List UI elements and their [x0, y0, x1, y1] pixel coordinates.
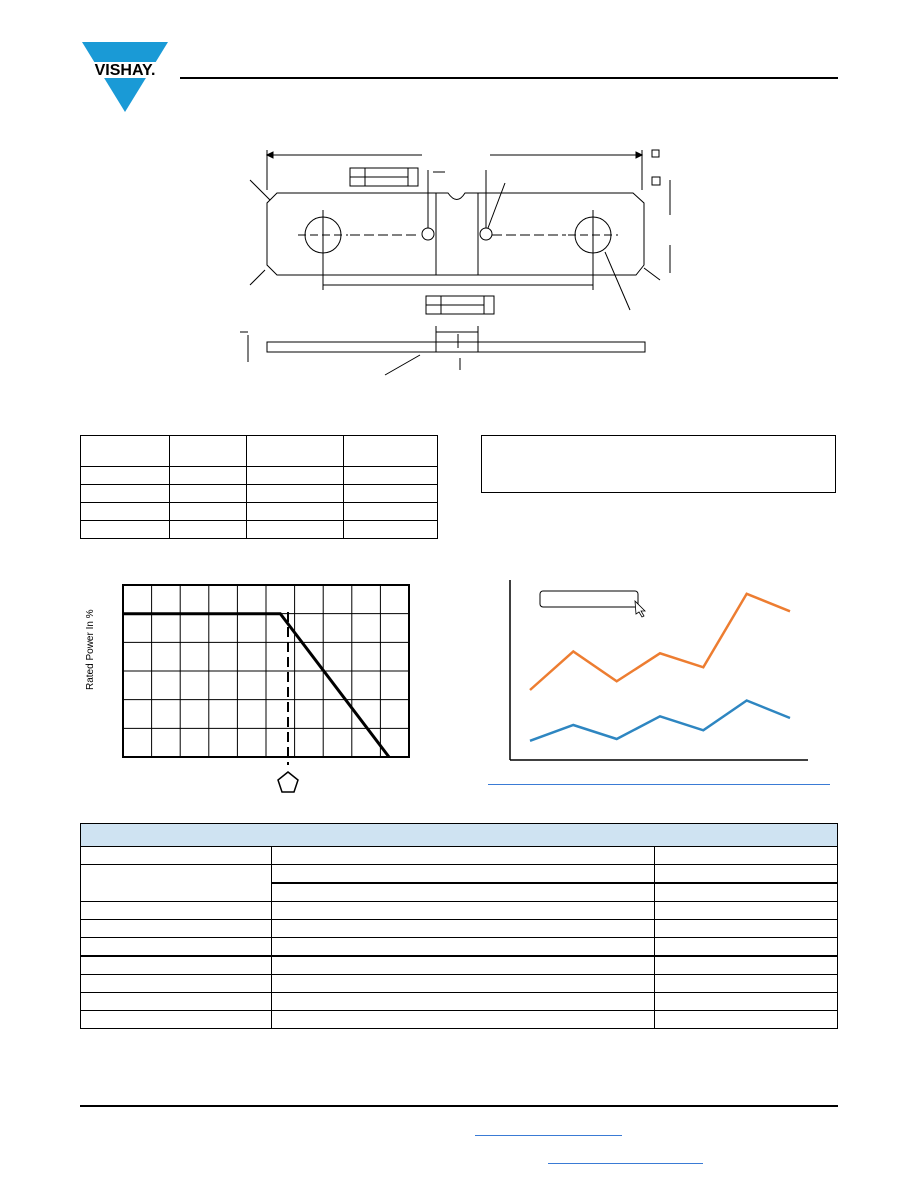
logo-text: VISHAY. [95, 62, 156, 79]
chart-caption-rule [488, 784, 830, 785]
footer-link-2[interactable] [548, 1163, 703, 1164]
footer-link-1[interactable] [475, 1135, 622, 1136]
footer-rule [80, 1105, 838, 1107]
table-row [80, 974, 838, 993]
pentagon-icon [277, 771, 299, 793]
dimension-table [80, 435, 438, 539]
table-row [81, 882, 838, 902]
table-row [80, 520, 438, 539]
annotation-box [539, 590, 639, 608]
table-row [80, 992, 838, 1011]
table-row [80, 919, 838, 938]
spec-table [80, 823, 838, 1029]
header-rule [180, 77, 838, 79]
derating-chart [122, 584, 410, 793]
table-row [80, 937, 838, 957]
spec-table-title-row [80, 823, 838, 847]
table-row [80, 955, 838, 975]
table-row [80, 1010, 838, 1029]
series-line-1 [529, 592, 791, 691]
dimension-drawing [240, 149, 671, 376]
vishay-logo: VISHAY. [80, 42, 170, 112]
table-row [80, 466, 438, 485]
series-line-2 [529, 699, 791, 742]
cursor-icon [634, 599, 646, 618]
trend-chart [509, 580, 808, 761]
note-box [481, 435, 836, 493]
derating-curve [123, 612, 391, 758]
table-row [80, 901, 838, 920]
table-row [80, 484, 438, 503]
table-row [80, 502, 438, 521]
table-row [80, 864, 838, 902]
table-row [80, 846, 838, 865]
table-header-row [80, 435, 438, 467]
